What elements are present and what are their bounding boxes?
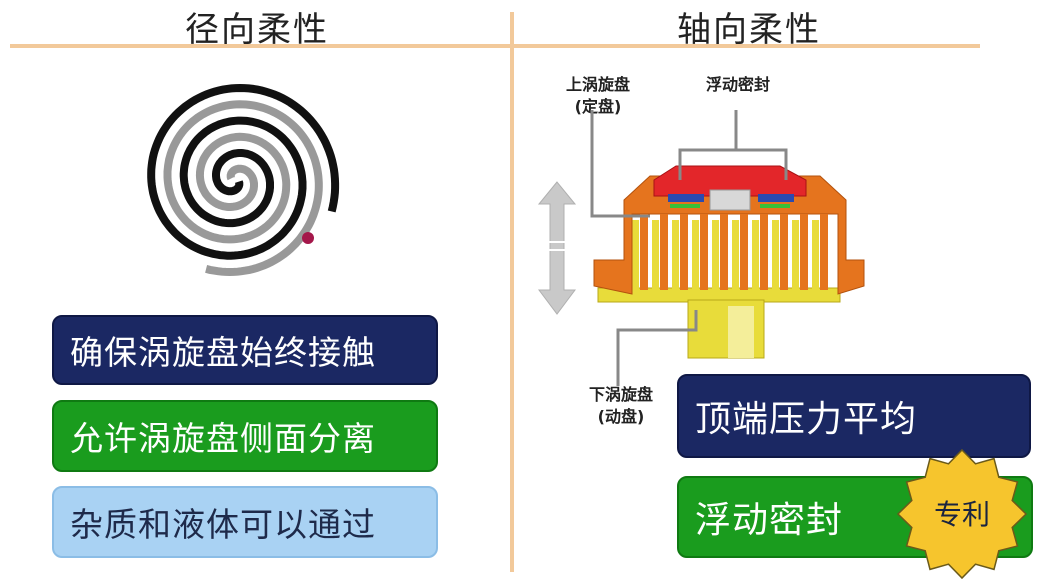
axial-compliance-title: 轴向柔性 <box>677 10 821 50</box>
right-box-pressure-text: 顶端压力平均 <box>695 399 918 440</box>
horizontal-divider <box>10 44 980 48</box>
floating-seal-part <box>653 165 807 211</box>
patent-badge-text: 专利 <box>934 498 990 531</box>
lower-scroll-label-line1: 下涡旋盘 <box>588 385 653 404</box>
lower-scroll-label-line2: (动盘) <box>597 407 645 426</box>
vertical-divider <box>510 12 514 572</box>
fixed-scroll-spiral <box>147 83 340 260</box>
scroll-cross-section-diagram <box>537 110 865 386</box>
right-box-seal-text: 浮动密封 <box>695 500 844 541</box>
right-box-pressure: 顶端压力平均 <box>677 374 1031 458</box>
contact-point-dot <box>302 232 314 244</box>
axial-motion-arrow-icon <box>537 181 577 315</box>
upper-scroll-label: 上涡旋盘 (定盘) <box>548 74 648 118</box>
upper-scroll-label-line1: 上涡旋盘 <box>565 75 630 94</box>
scroll-spiral-diagram <box>147 83 340 277</box>
radial-compliance-title: 径向柔性 <box>185 10 329 50</box>
patent-badge: 专利 <box>896 448 1028 580</box>
left-box-separate: 允许涡旋盘侧面分离 <box>52 400 438 472</box>
left-box-separate-text: 允许涡旋盘侧面分离 <box>70 419 376 458</box>
left-box-debris: 杂质和液体可以通过 <box>52 486 438 558</box>
lower-scroll-label: 下涡旋盘 (动盘) <box>571 384 671 428</box>
left-box-debris-text: 杂质和液体可以通过 <box>70 505 376 544</box>
patent-badge-star-shape <box>896 448 1028 580</box>
callout-lines <box>590 110 788 386</box>
orbiting-scroll-spiral <box>163 100 323 277</box>
fixed-scroll-part <box>593 175 865 295</box>
upper-scroll-label-line2: (定盘) <box>574 97 622 116</box>
floating-seal-label: 浮动密封 <box>705 75 770 94</box>
left-box-contact-text: 确保涡旋盘始终接触 <box>70 333 376 372</box>
left-box-contact: 确保涡旋盘始终接触 <box>52 315 438 385</box>
orbiting-scroll-part <box>597 220 841 359</box>
